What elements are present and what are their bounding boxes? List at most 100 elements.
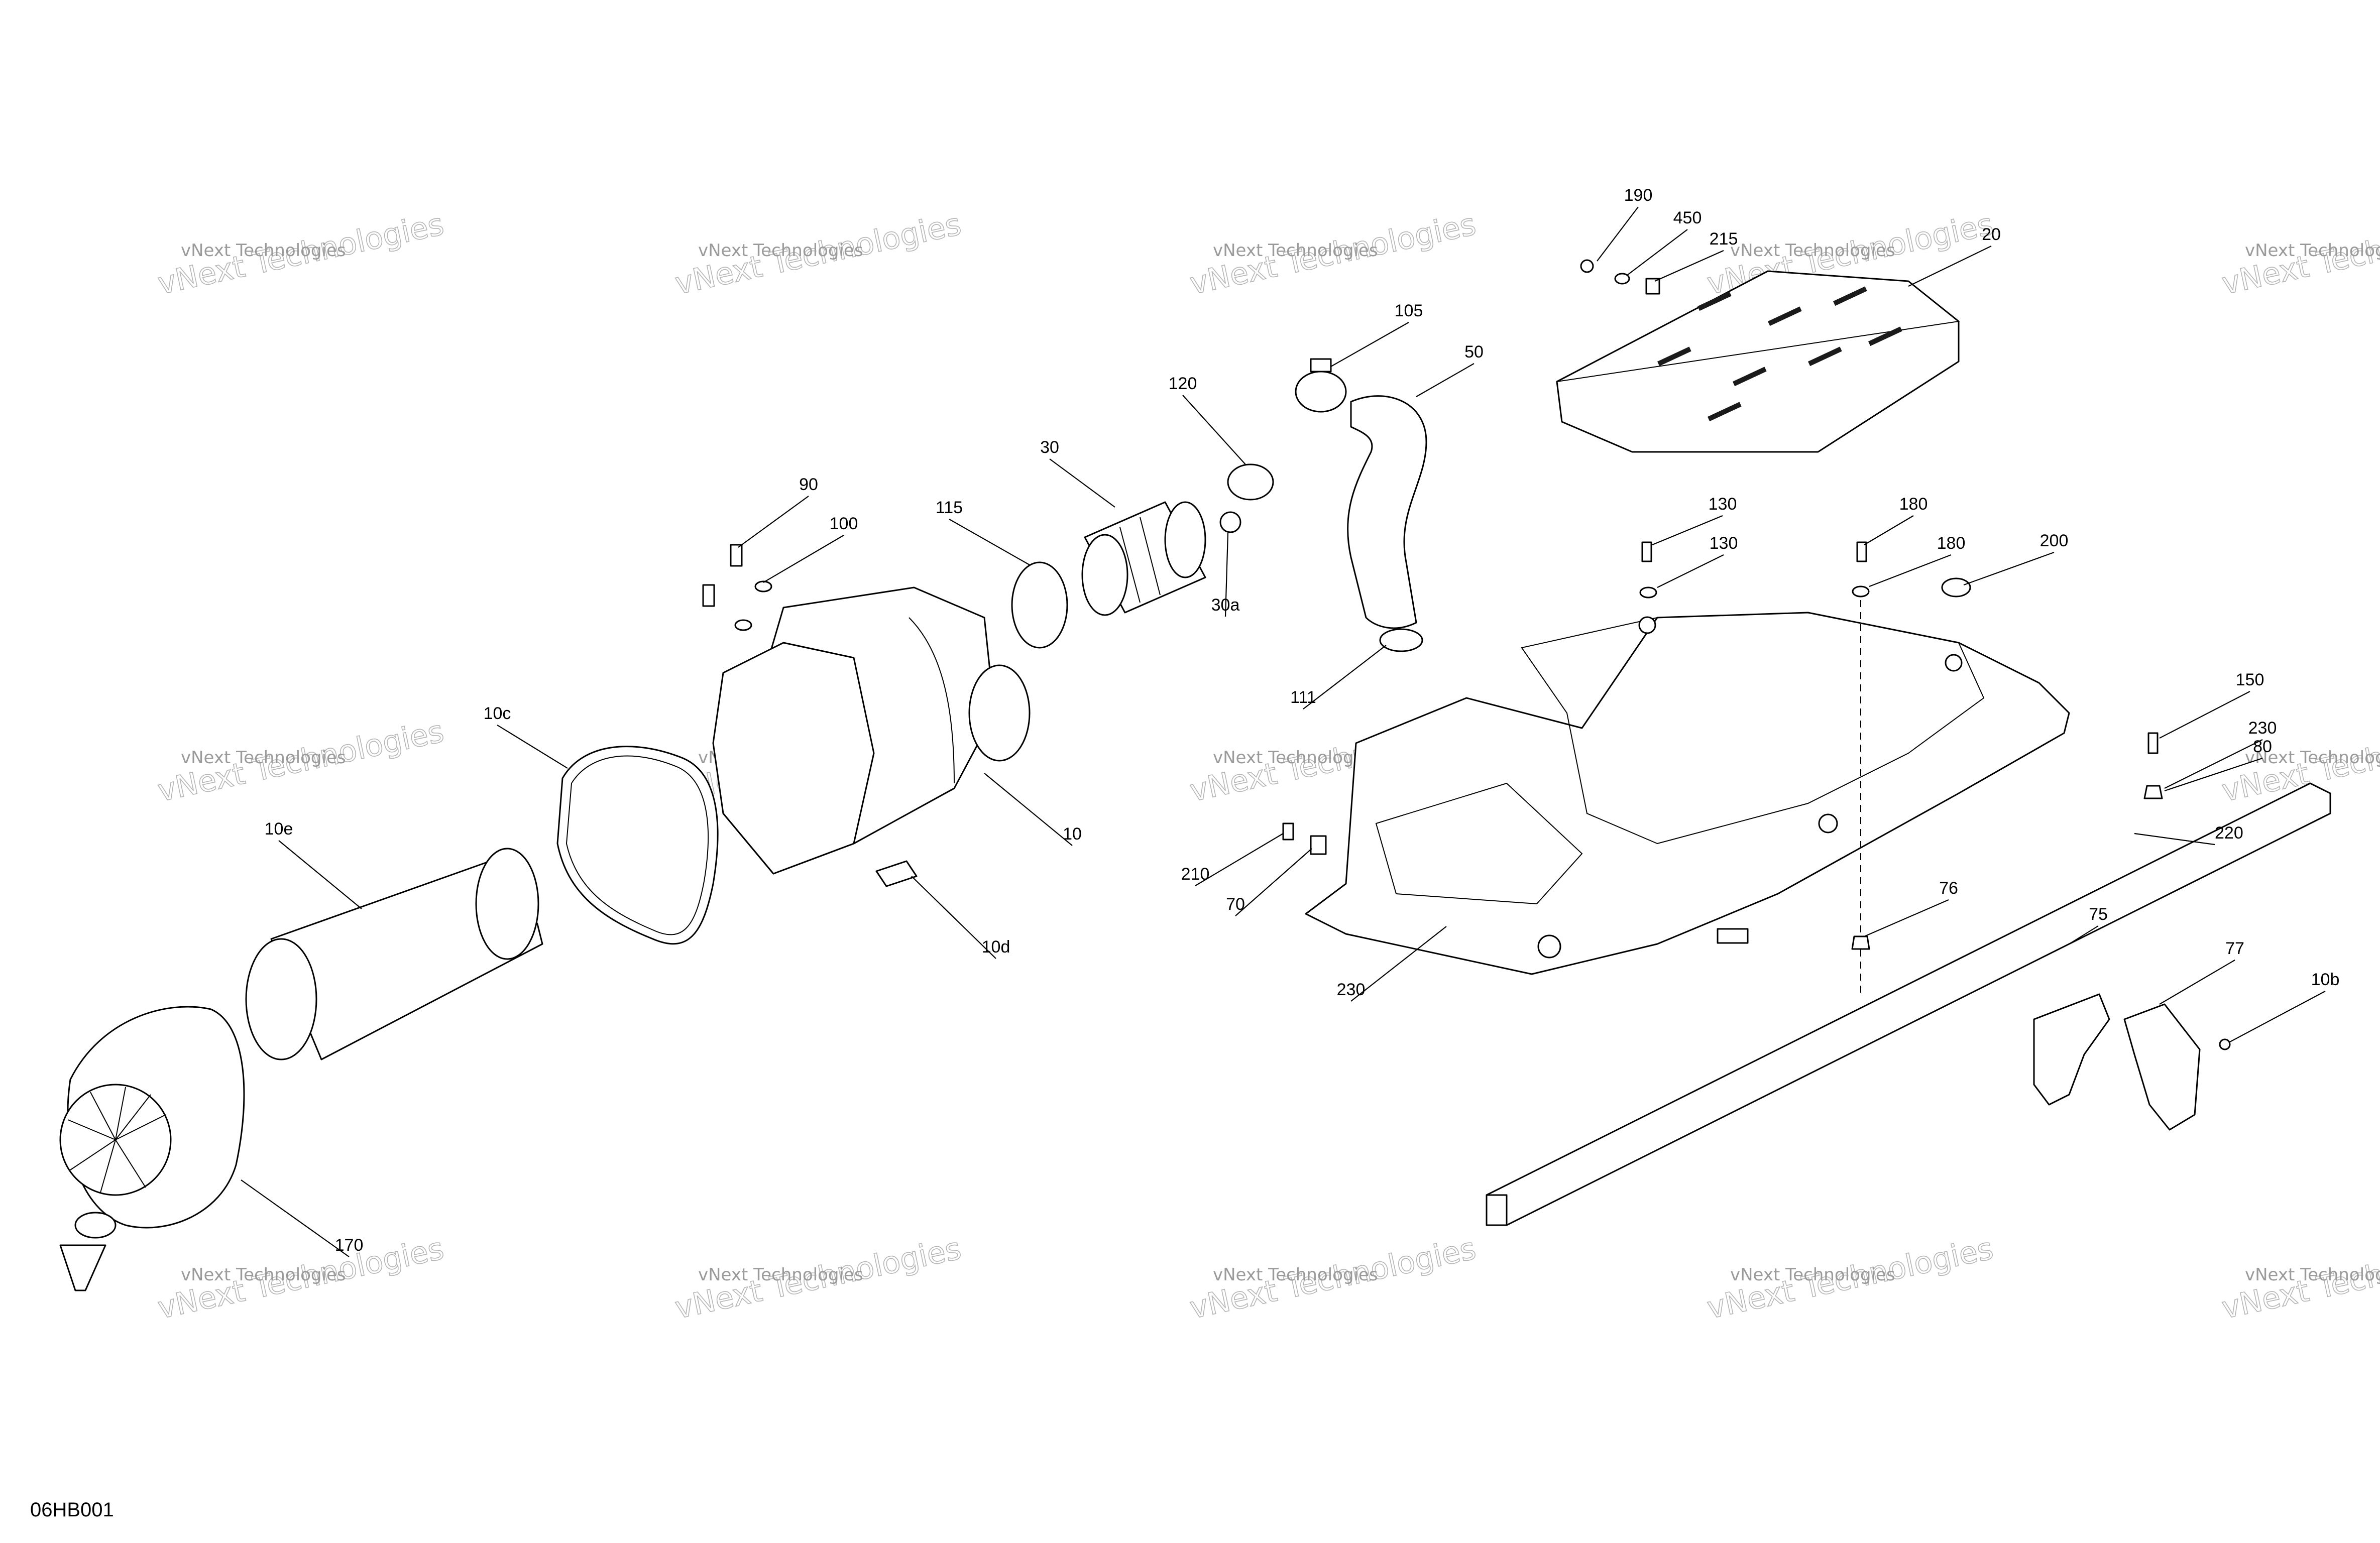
callout-label: 90 — [799, 475, 818, 494]
leader-line — [1224, 533, 1229, 617]
callout-label: 200 — [2040, 531, 2069, 550]
leader-line — [1864, 899, 1949, 937]
nut-230-lower — [1851, 935, 1870, 950]
callout-label: 111 — [1290, 688, 1316, 707]
watermark-small-text: vNext Technologies — [2245, 241, 2380, 261]
watermark-small-text: vNext Technologies — [181, 1265, 346, 1285]
clamp-105 — [1295, 371, 1347, 413]
leader-line — [2229, 991, 2326, 1042]
leader-line — [1182, 395, 1246, 465]
airbox-10 — [712, 586, 1031, 875]
watermark-small-text: vNext Technologies — [698, 1265, 863, 1285]
boot-30 — [1081, 501, 1206, 616]
filter-10e — [245, 848, 543, 1060]
leader-line — [2164, 739, 2263, 789]
tray-70 — [1305, 612, 2070, 975]
leader-line — [1049, 458, 1115, 508]
leader-line — [278, 840, 362, 909]
callout-label: 130 — [1709, 495, 1737, 514]
leader-line — [497, 725, 568, 769]
leader-line — [1627, 229, 1688, 276]
callout-label: 10d — [982, 937, 1010, 957]
hose-50 — [1347, 395, 1427, 629]
gasket-10c — [556, 746, 719, 945]
callout-label: 70 — [1226, 895, 1245, 914]
parts-layer — [59, 259, 2331, 1291]
callout-label: 180 — [1899, 495, 1928, 514]
clamp-105-screw — [1310, 358, 1332, 373]
leader-line — [1597, 206, 1639, 262]
leader-line — [1864, 515, 1914, 545]
bracket-76 — [2033, 993, 2110, 1106]
bolt-220 — [1282, 822, 1294, 841]
callout-label: 30a — [1211, 596, 1240, 615]
precleaner-10b — [59, 1006, 245, 1239]
leader-line — [2134, 833, 2215, 846]
callout-label: 120 — [1169, 374, 1197, 393]
leader-line — [984, 773, 1073, 846]
leader-line — [1652, 515, 1723, 546]
watermark-small-text: vNext Technologies — [698, 241, 863, 261]
leader-line — [2069, 925, 2099, 944]
leader-line — [241, 1179, 350, 1257]
callout-label: 215 — [1710, 229, 1738, 249]
callout-label: 130 — [1710, 534, 1738, 553]
tube-170 — [59, 1244, 106, 1291]
leader-line — [1416, 363, 1475, 397]
watermark-small-text: vNext Technologies — [2245, 1265, 2380, 1285]
leader-line — [1330, 322, 1409, 367]
clip-10d — [875, 860, 918, 887]
bolt-150 — [2147, 732, 2159, 754]
clamp-111 — [1379, 628, 1423, 652]
watermark-small-text: vNext Technologies — [1730, 241, 1895, 261]
callout-label: 50 — [1464, 342, 1484, 362]
leader-line — [1654, 250, 1724, 282]
clamp-30a — [1219, 511, 1241, 533]
callout-label: 76 — [1939, 879, 1958, 898]
callout-label: 180 — [1937, 534, 1966, 553]
clamp-120 — [1227, 463, 1274, 501]
leader-line — [2159, 960, 2235, 1005]
callout-label: 80 — [2253, 737, 2272, 756]
watermark-small-text: vNext Technologies — [1213, 241, 1378, 261]
leader-line — [1657, 554, 1724, 588]
callout-label: 210 — [1181, 865, 1210, 884]
watermark-small-text: vNext Technologies — [1213, 748, 1378, 768]
diagram-code: 06HB001 — [30, 1499, 114, 1521]
part-cover-20 — [1556, 270, 1960, 453]
callout-label: 170 — [335, 1236, 364, 1255]
leader-line — [1963, 551, 2055, 586]
screw-77 — [2219, 1038, 2231, 1050]
callout-label: 30 — [1040, 438, 1059, 457]
leader-line — [1303, 645, 1387, 709]
callout-label: 77 — [2225, 939, 2244, 958]
watermark-small-text: vNext Technologies — [2245, 748, 2380, 768]
leader-line — [2164, 757, 2263, 792]
callout-label: 230 — [1337, 980, 1366, 999]
leader-line — [763, 535, 844, 583]
callout-label: 115 — [936, 498, 963, 517]
bolts-90-100 — [702, 544, 772, 631]
leader-line — [1350, 926, 1447, 1002]
callout-label: 20 — [1982, 225, 2001, 244]
leader-line — [1195, 833, 1284, 886]
leader-line — [911, 876, 996, 959]
callout-label: 230 — [2248, 719, 2277, 738]
watermark-small-text: vNext Technologies — [181, 241, 346, 261]
fasteners-130-180-200 — [1639, 541, 1971, 599]
leader-line — [1869, 554, 1952, 587]
callout-label: 105 — [1395, 301, 1423, 320]
